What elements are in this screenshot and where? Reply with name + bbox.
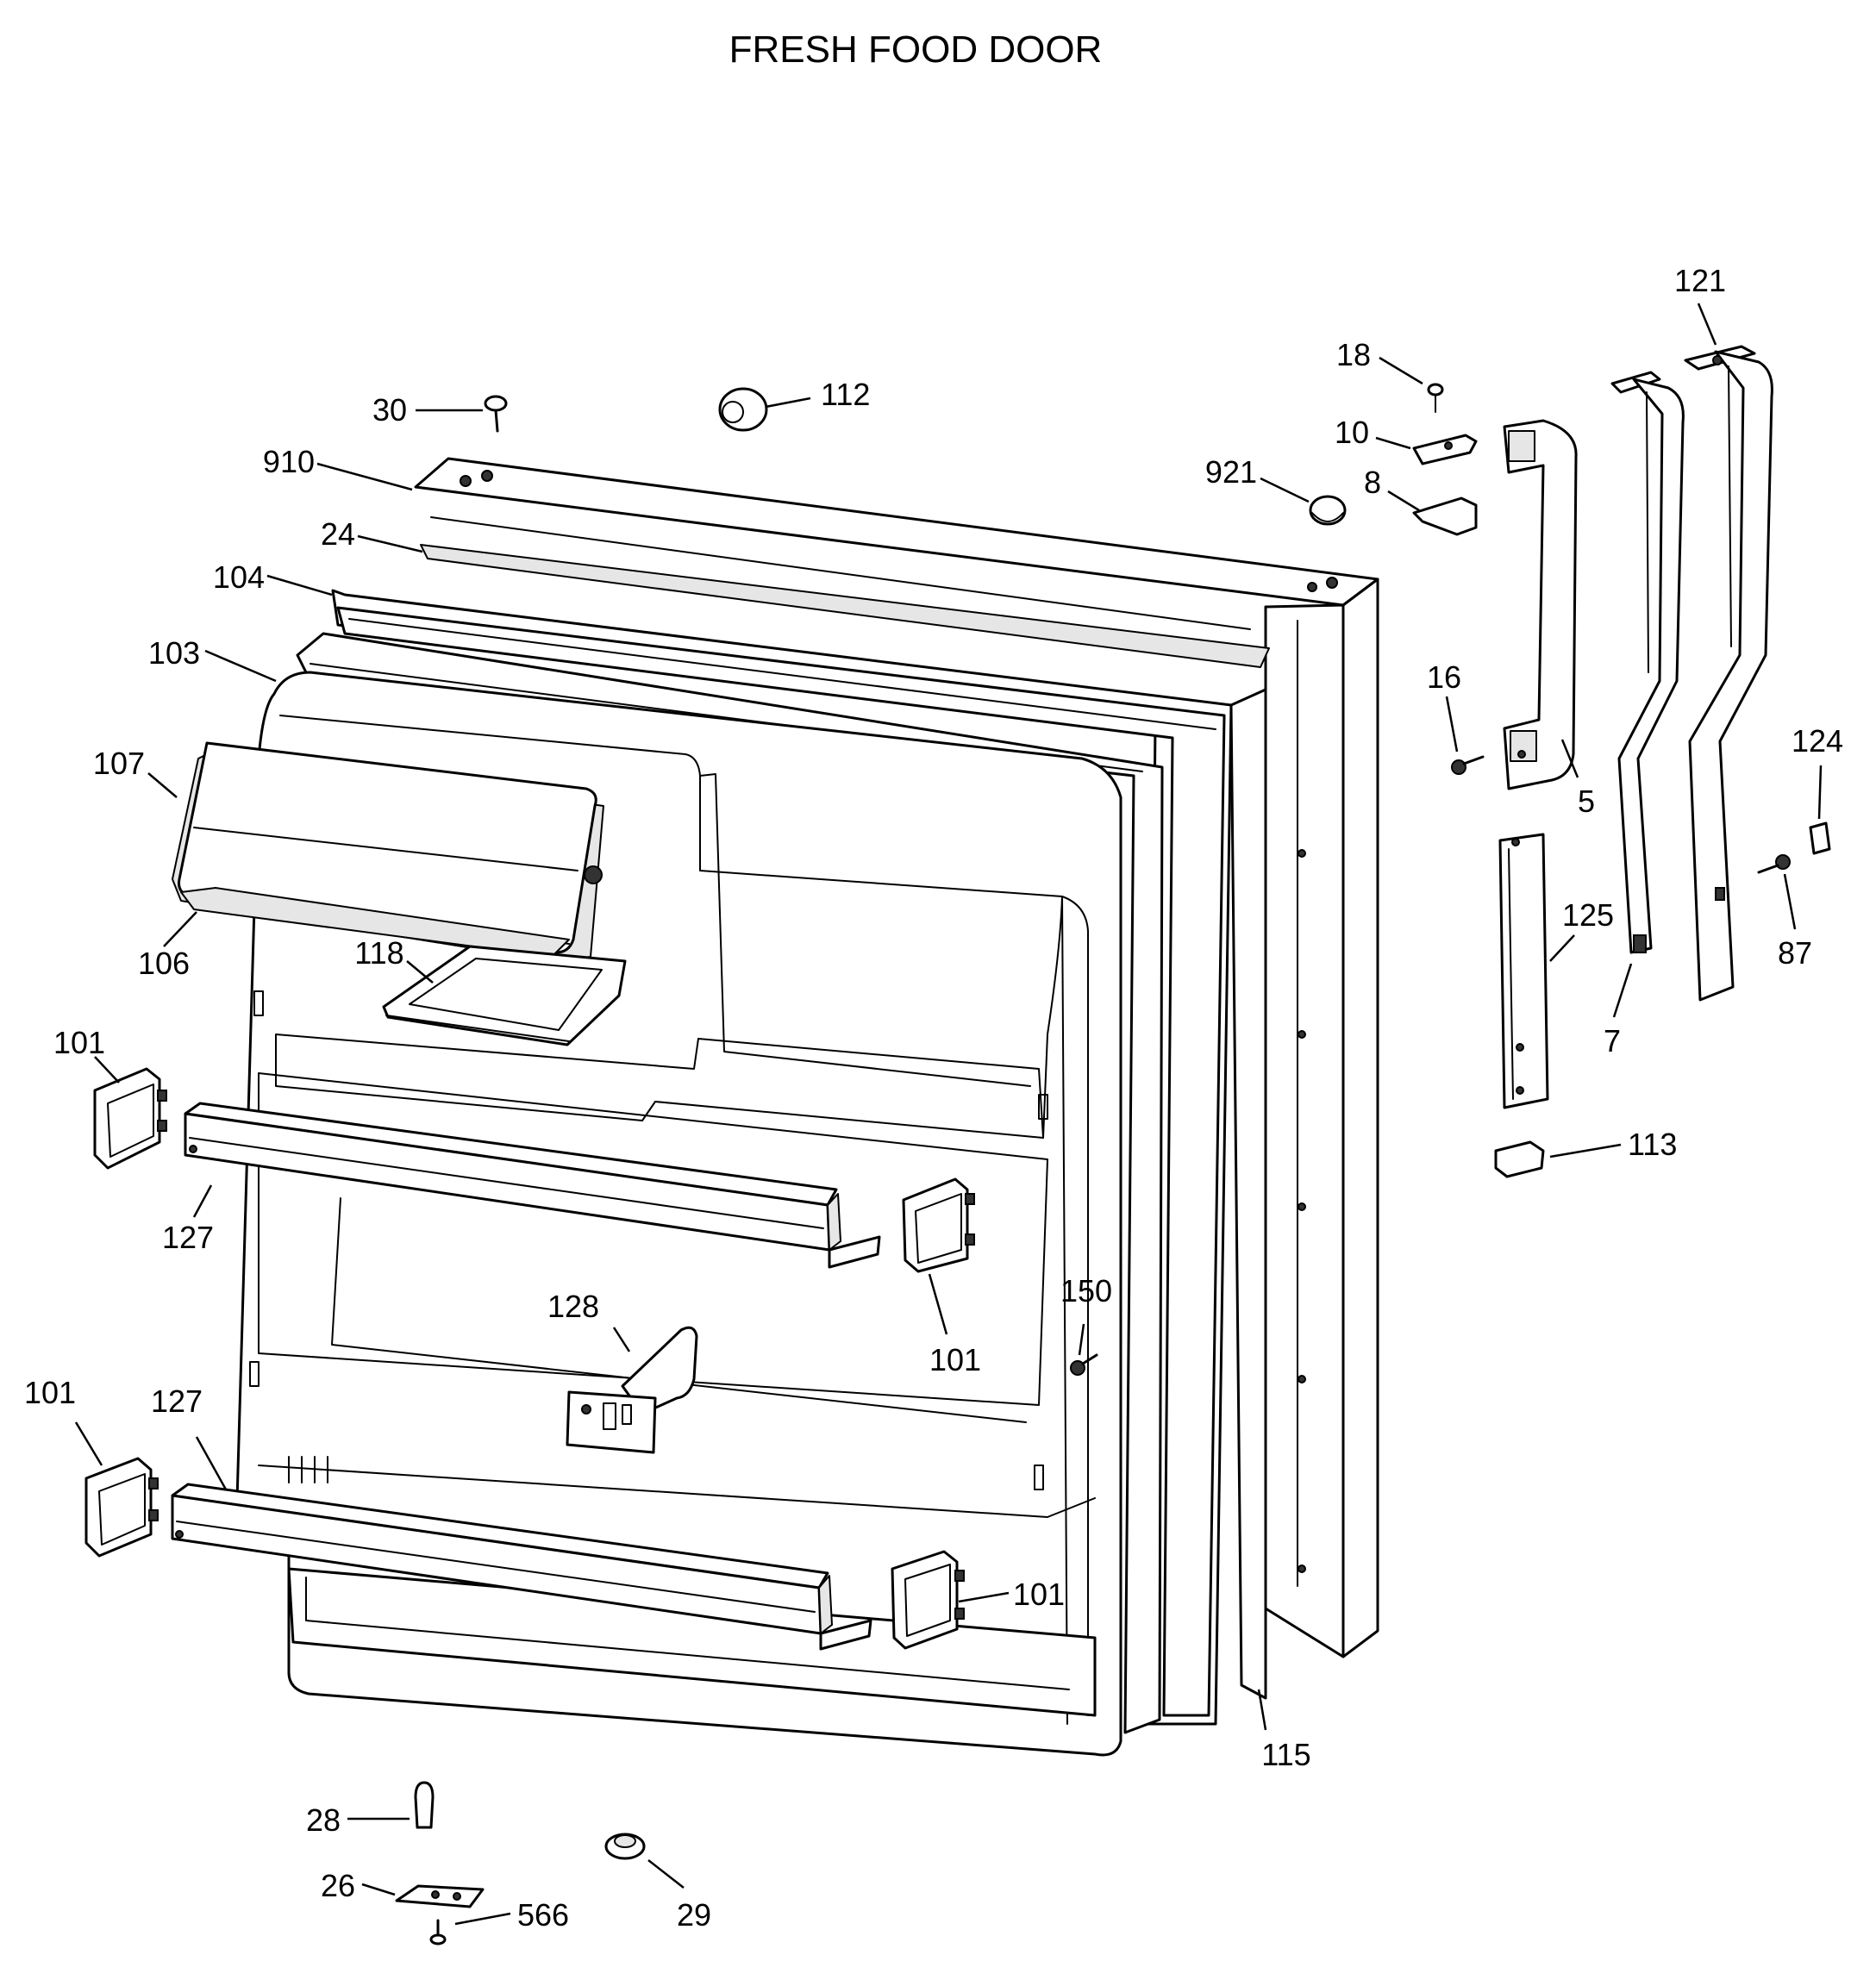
callout-87: 87 [1778, 935, 1812, 971]
hinge-plate-26 [395, 1884, 485, 1908]
egg-tray [382, 945, 627, 1046]
shelf-end-cap-left-lower [84, 1457, 159, 1558]
screw-566 [429, 1919, 447, 1945]
callout-101-right-lower: 101 [1013, 1577, 1065, 1612]
callout-18: 18 [1336, 337, 1371, 372]
hinge-bracket-7 [1610, 371, 1685, 954]
top-breaker-strip [420, 544, 1270, 668]
callout-121: 121 [1674, 263, 1726, 298]
callout-128: 128 [547, 1289, 599, 1324]
callout-124: 124 [1792, 723, 1843, 759]
callout-125: 125 [1562, 897, 1614, 933]
callout-28: 28 [306, 1802, 341, 1838]
callout-127-lower: 127 [151, 1383, 203, 1419]
callout-5: 5 [1578, 784, 1595, 819]
callout-566: 566 [517, 1897, 569, 1933]
callout-150: 150 [1060, 1273, 1112, 1308]
callout-101-left-lower: 101 [24, 1375, 76, 1410]
callout-103: 103 [148, 635, 200, 671]
dairy-door-base [180, 887, 570, 958]
bushing-29 [604, 1833, 646, 1860]
callout-26: 26 [321, 1868, 355, 1903]
shelf-end-cap-right-upper [902, 1177, 975, 1273]
plug-921 [1309, 495, 1347, 526]
hinge-clip-124 [1809, 821, 1831, 855]
handle-trim [1498, 833, 1549, 1109]
callout-16: 16 [1427, 659, 1461, 695]
end-cap-113 [1494, 1140, 1545, 1178]
door-gasket [331, 589, 1233, 1726]
callout-127-upper: 127 [162, 1220, 214, 1255]
callout-30: 30 [372, 392, 407, 428]
callout-112: 112 [821, 377, 870, 412]
callout-29: 29 [677, 1897, 711, 1933]
callout-labels: 30 112 910 24 104 103 107 106 118 101 12… [24, 263, 1843, 1933]
hinge-bracket-121 [1684, 345, 1773, 1002]
screw-16 [1451, 755, 1485, 775]
hinge-cover-10 [1412, 434, 1478, 465]
outer-door-panel [414, 457, 1379, 1658]
screw-150 [1070, 1353, 1098, 1376]
retainer-clip [566, 1326, 698, 1454]
callout-24: 24 [321, 516, 355, 552]
callout-10: 10 [1335, 415, 1369, 450]
callout-8: 8 [1364, 465, 1381, 500]
screw-18 [1427, 383, 1444, 413]
door-shelf-upper [184, 1102, 881, 1269]
callout-118: 118 [354, 935, 403, 971]
door-shelf-lower [171, 1483, 872, 1651]
callout-7: 7 [1604, 1023, 1621, 1059]
callout-106: 106 [138, 946, 190, 981]
diagram-title: FRESH FOOD DOOR [729, 28, 1103, 71]
screw-87 [1757, 854, 1791, 874]
callout-910: 910 [263, 444, 315, 479]
shelf-end-cap-left-upper [93, 1067, 167, 1170]
door-handle [1503, 419, 1578, 790]
callout-107: 107 [93, 746, 145, 781]
side-gasket-strip [1229, 688, 1267, 1700]
callout-921: 921 [1205, 454, 1257, 490]
hinge-cap-8 [1412, 496, 1478, 536]
leader-lines [74, 303, 1823, 1926]
callout-101-right-upper: 101 [929, 1342, 981, 1377]
shelf-end-cap-right-lower [891, 1550, 965, 1650]
callout-104: 104 [213, 559, 265, 595]
callout-113: 113 [1628, 1127, 1677, 1162]
callout-101-left-upper: 101 [53, 1025, 105, 1060]
callout-115: 115 [1261, 1737, 1310, 1772]
plug-112 [718, 387, 768, 432]
screw-30 [484, 395, 508, 433]
hinge-pin-28 [414, 1781, 435, 1829]
